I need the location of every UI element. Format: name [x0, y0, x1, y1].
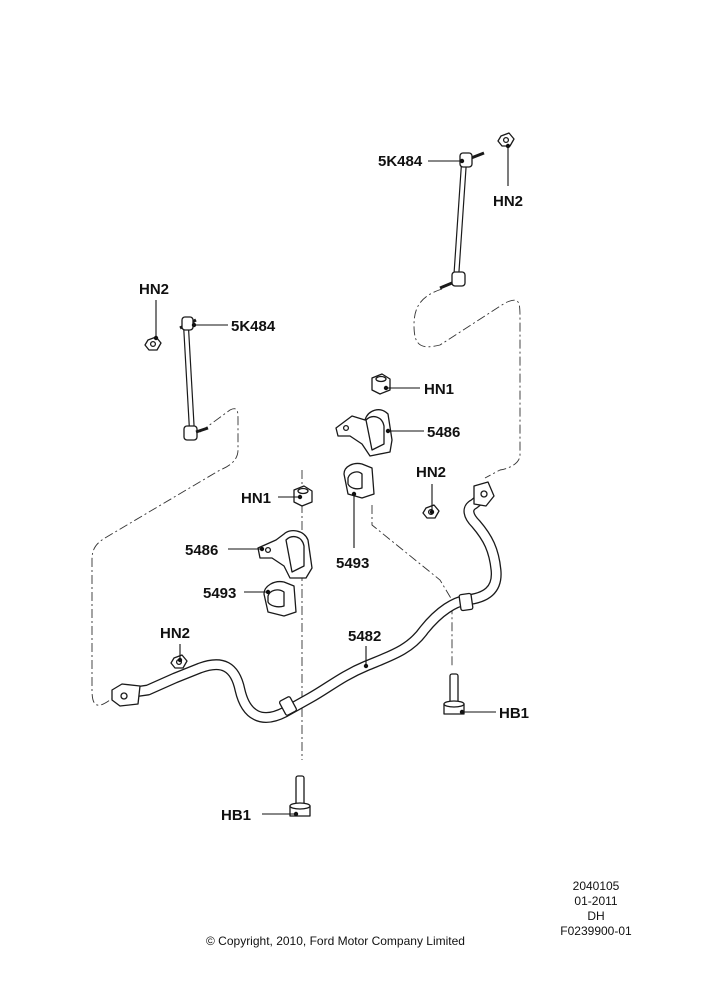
assembly-guide-lines [91, 288, 521, 760]
illustration-code-2: 01-2011 [574, 894, 618, 908]
bar-bushing-left [279, 696, 297, 716]
guide-right-link [413, 288, 521, 479]
label-bushing-right: 5493 [336, 555, 369, 572]
guide-left-link [91, 408, 239, 706]
bracket-left[interactable] [257, 529, 313, 579]
label-nut-bar-right: HN2 [416, 464, 446, 481]
label-nut-bracket-right: HN1 [424, 381, 454, 398]
label-bolt-right: HB1 [499, 705, 529, 722]
bracket-right[interactable] [335, 409, 393, 457]
leader-lines [153, 143, 511, 817]
illustration-codes: 2040105 01-2011 DH F0239900-01 [556, 879, 636, 939]
illustration-code-1: 2040105 [572, 879, 620, 893]
label-nut-bracket-left: HN1 [241, 490, 271, 507]
bushing-left[interactable] [263, 580, 297, 617]
label-nut-link-right: HN2 [493, 193, 523, 210]
stabilizer-link-right[interactable] [439, 151, 485, 290]
label-bushing-left: 5493 [203, 585, 236, 602]
nut-bracket-right[interactable] [371, 373, 391, 395]
copyright-notice: © Copyright, 2010, Ford Motor Company Li… [206, 934, 465, 948]
nut-bracket-left[interactable] [293, 485, 313, 507]
nut-link-right[interactable] [497, 132, 515, 147]
bolt-left[interactable] [289, 775, 311, 817]
guide-right-stack [371, 505, 453, 668]
bar-bushing-right [458, 592, 474, 612]
illustration-code-4: F0239900-01 [560, 924, 632, 938]
label-stabilizer-bar: 5482 [348, 628, 381, 645]
label-bolt-left: HB1 [221, 807, 251, 824]
label-bracket-left: 5486 [185, 542, 218, 559]
bolt-right[interactable] [443, 673, 465, 715]
stabilizer-bar[interactable] [111, 481, 502, 723]
nut-link-left[interactable] [144, 336, 162, 351]
label-bracket-right: 5486 [427, 424, 460, 441]
stabilizer-link-left[interactable] [179, 316, 209, 441]
label-link-left: 5K484 [231, 318, 276, 335]
label-nut-link-left: HN2 [139, 281, 169, 298]
label-link-right: 5K484 [378, 153, 423, 170]
bushing-right[interactable] [343, 462, 375, 499]
label-nut-bar-left: HN2 [160, 625, 190, 642]
illustration-code-3: DH [587, 909, 605, 923]
